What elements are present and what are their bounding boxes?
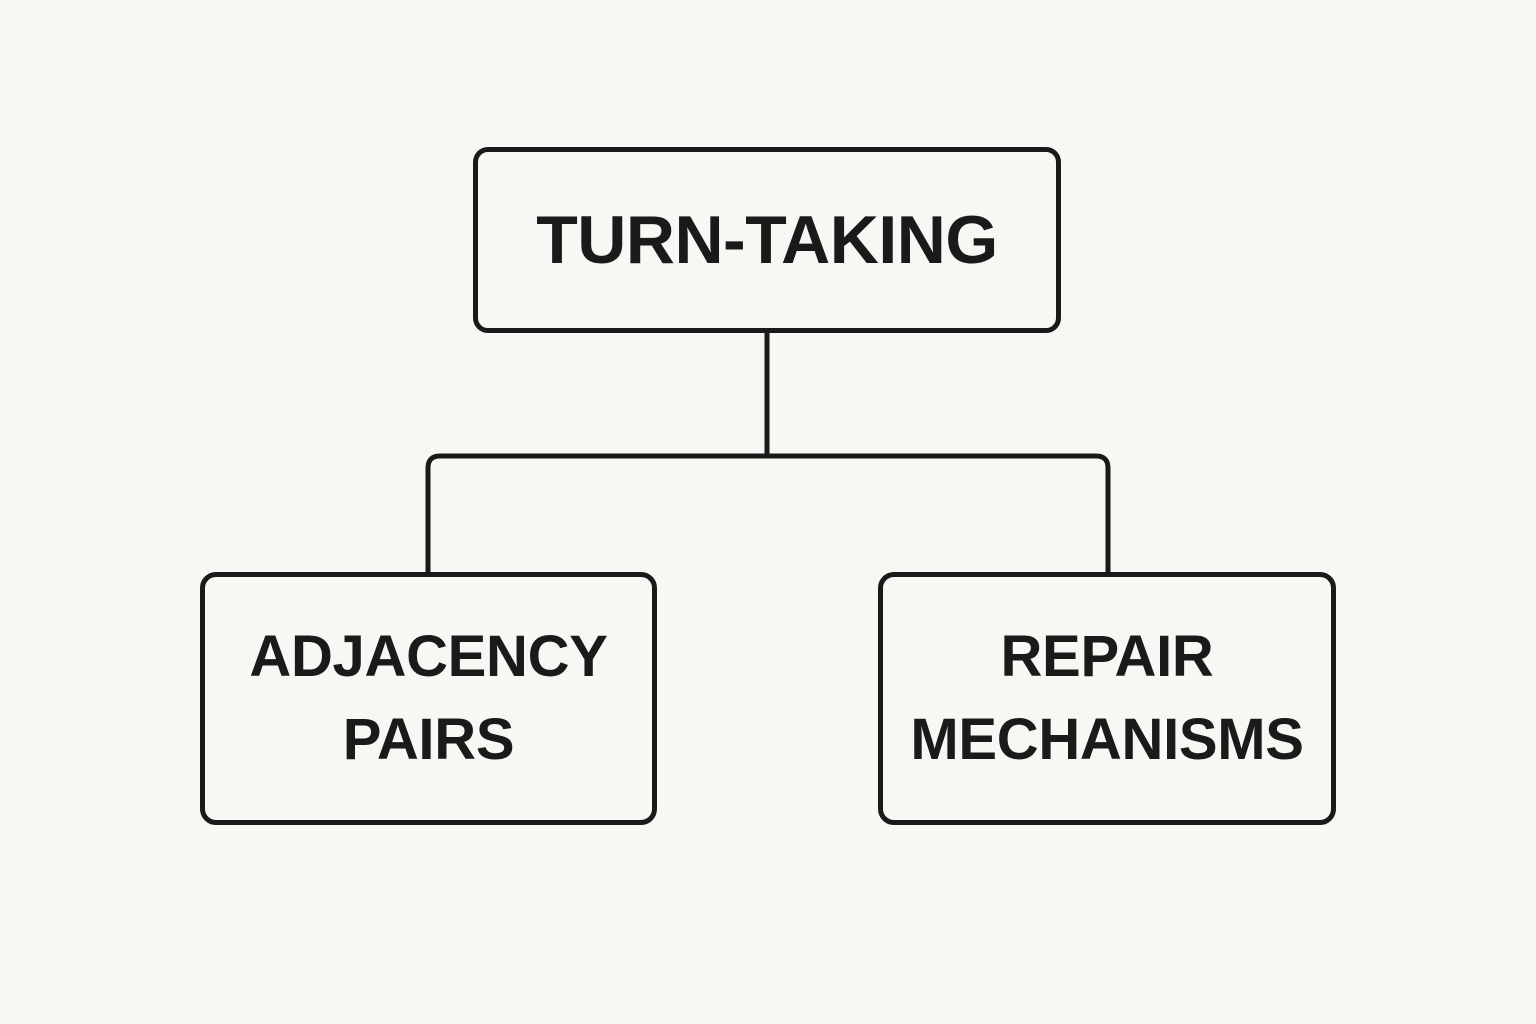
node-adjacency-pairs[interactable]: ADJACENCY PAIRS [200, 572, 657, 825]
node-adjacency-pairs-label: ADJACENCY PAIRS [249, 624, 608, 772]
node-repair-mechanisms[interactable]: REPAIR MECHANISMS [878, 572, 1336, 825]
node-turn-taking[interactable]: TURN-TAKING [473, 147, 1061, 333]
connector-edge-adjacency-pairs [425, 453, 767, 575]
node-turn-taking-label: TURN-TAKING [536, 201, 998, 278]
connector-edge-repair-mechanisms [767, 453, 1111, 575]
node-repair-mechanisms-label: REPAIR MECHANISMS [910, 624, 1304, 772]
